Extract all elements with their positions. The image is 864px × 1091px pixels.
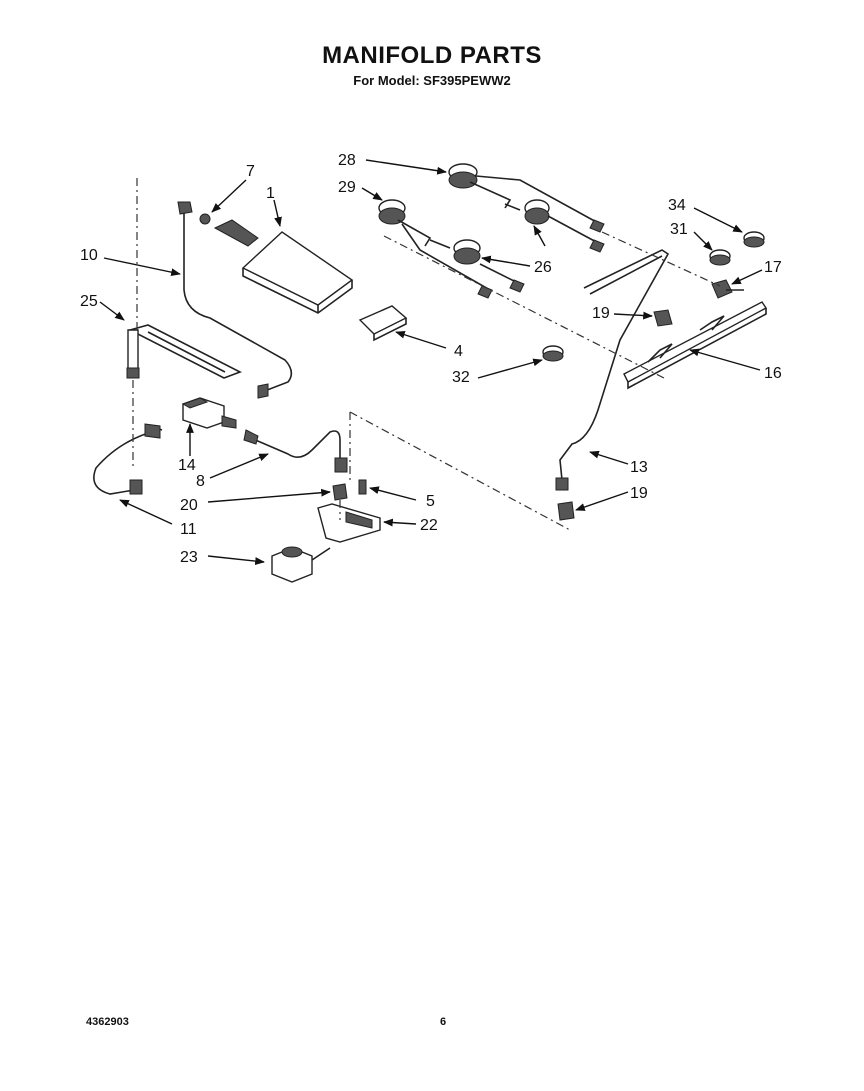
part-19-lower-fitting xyxy=(557,501,575,521)
part-34-cap xyxy=(743,231,765,248)
part-10-oven-tube xyxy=(177,201,293,399)
part-29-burner-front-left xyxy=(378,199,432,247)
callout-14: 14 xyxy=(178,457,196,474)
callout-13: 13 xyxy=(630,459,648,476)
callout-32: 32 xyxy=(452,369,470,386)
part-1-oven-burner xyxy=(213,219,354,314)
part-28-burner-rear-left xyxy=(448,163,512,209)
part-13-manifold-tube xyxy=(555,249,670,491)
part-23-pressure-regulator xyxy=(271,546,331,583)
callout-labels: 7 1 10 25 4 28 29 26 34 31 17 19 16 32 1… xyxy=(80,152,782,566)
page-title: MANIFOLD PARTS xyxy=(322,42,542,69)
part-8-regulator-tube xyxy=(243,429,348,473)
model-subtitle: For Model: SF395PEWW2 xyxy=(353,73,511,88)
part-20-fitting xyxy=(332,483,348,501)
part-14-valve xyxy=(181,397,237,429)
callout-1: 1 xyxy=(266,185,275,202)
callout-10: 10 xyxy=(80,247,98,264)
part-16-manifold-bar xyxy=(623,301,768,390)
part-5-screw xyxy=(358,479,367,495)
callout-11: 11 xyxy=(180,521,197,538)
callout-25: 25 xyxy=(80,293,98,310)
part-32-cap xyxy=(542,345,564,362)
callout-31: 31 xyxy=(670,221,688,238)
callout-29: 29 xyxy=(338,179,356,196)
callout-34: 34 xyxy=(668,197,686,214)
burner-venturi-tubes xyxy=(401,175,605,299)
part-17-manifold-fitting xyxy=(711,279,744,299)
connection-lines xyxy=(132,178,721,531)
leader-lines xyxy=(99,159,763,565)
callout-7: 7 xyxy=(246,163,255,180)
callout-26: 26 xyxy=(534,259,552,276)
callout-5: 5 xyxy=(426,493,435,510)
callout-17: 17 xyxy=(764,259,782,276)
burner-rear-right xyxy=(504,199,550,225)
callout-19-upper: 19 xyxy=(592,305,610,322)
part-11-lower-tube xyxy=(93,423,163,495)
part-26-burner-front-right xyxy=(429,239,481,265)
callout-20: 20 xyxy=(180,497,198,514)
part-25-sensing-bulb xyxy=(126,324,242,379)
part-7-orifice xyxy=(199,213,211,225)
callout-23: 23 xyxy=(180,549,198,566)
page-number: 6 xyxy=(440,1016,447,1028)
part-22-bracket xyxy=(317,503,381,543)
part-31-cap xyxy=(709,249,731,266)
callout-22: 22 xyxy=(420,517,438,534)
callout-16: 16 xyxy=(764,365,782,382)
part-19-upper-fitting xyxy=(653,309,673,327)
callout-8: 8 xyxy=(196,473,205,490)
callout-4: 4 xyxy=(454,343,463,360)
document-number: 4362903 xyxy=(86,1016,129,1028)
callout-19-lower: 19 xyxy=(630,485,648,502)
part-4-bracket xyxy=(358,305,408,342)
callout-28: 28 xyxy=(338,152,356,169)
